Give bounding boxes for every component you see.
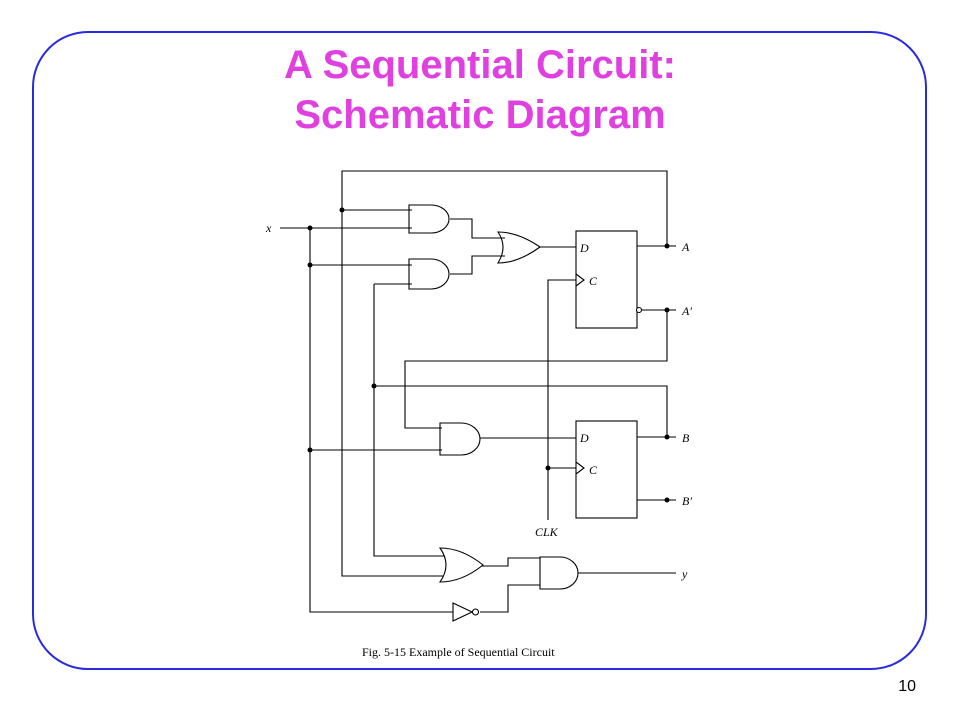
or-gate-2 (438, 547, 484, 583)
wire-a-feedback (341, 170, 668, 577)
wire-and1-to-or1 (450, 218, 505, 239)
ff-a-clock-triangle (575, 273, 585, 287)
ff-b-clock-triangle (575, 461, 585, 475)
junction-dots (307, 207, 670, 503)
label-y: y (681, 567, 688, 581)
label-x: x (265, 221, 272, 235)
inverter-bubble (471, 608, 480, 616)
or-gate-1 (496, 231, 541, 264)
wire-b-to-and2 (373, 283, 412, 386)
title-line-2: Schematic Diagram (294, 93, 666, 137)
inverter (452, 602, 474, 622)
and-gate-2 (408, 258, 450, 290)
wire-or2-to-and4 (482, 557, 540, 567)
label-a: A (681, 240, 690, 254)
flip-flop-b (575, 420, 638, 519)
slide-frame (32, 31, 927, 670)
and-gate-4 (539, 556, 579, 590)
ff-a-d-label: D (579, 241, 589, 255)
ff-a-qnot-bubble (635, 306, 643, 314)
title-line-1: A Sequential Circuit: (284, 43, 676, 87)
wire-clk (547, 279, 576, 520)
wire-inv-to-and4 (480, 584, 540, 613)
figure-caption: Fig. 5-15 Example of Sequential Circuit (362, 645, 555, 659)
label-b: B (682, 431, 690, 445)
flip-flop-a (575, 230, 638, 329)
wire-aprime-feedback (404, 310, 668, 429)
label-a-prime: A′ (681, 304, 692, 318)
slide-title: A Sequential Circuit: Schematic Diagram (0, 40, 960, 140)
ff-b-c-label: C (589, 463, 598, 477)
wire-x-bus (309, 228, 453, 613)
wire-and2-to-or1 (450, 255, 505, 275)
label-clk: CLK (535, 525, 559, 539)
page-number: 10 (898, 678, 916, 695)
and-gate-3 (439, 422, 481, 456)
and-gate-1 (408, 204, 450, 234)
wire-b-feedback (373, 385, 668, 557)
ff-a-c-label: C (589, 274, 598, 288)
label-b-prime: B′ (682, 494, 692, 508)
ff-b-d-label: D (579, 431, 589, 445)
